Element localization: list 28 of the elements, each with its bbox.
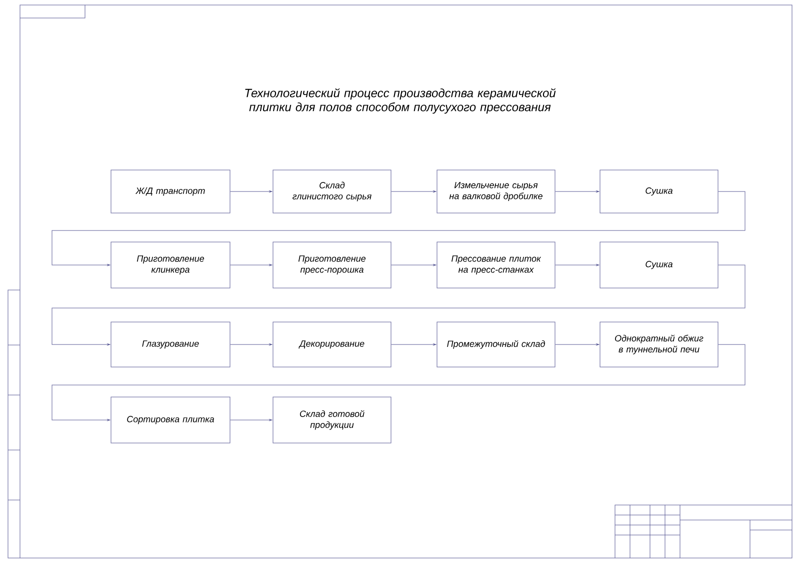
process-box: Сушка	[600, 170, 718, 214]
process-box: Декорирование	[272, 322, 392, 368]
arrow	[52, 264, 746, 346]
arrow	[230, 264, 272, 266]
arrow	[555, 190, 600, 192]
process-box: Склад глинистого сырья	[272, 170, 392, 214]
process-box: Приготовление пресс-порошка	[272, 242, 392, 288]
arrow	[230, 190, 272, 192]
process-box: Прессование плиток на пресс-станках	[436, 242, 556, 288]
arrow	[391, 264, 436, 266]
arrow	[555, 264, 600, 266]
process-box: Однократный обжиг в туннельной печи	[600, 322, 718, 368]
arrow	[555, 344, 600, 346]
arrow	[52, 344, 746, 421]
arrow	[391, 190, 436, 192]
process-box: Измельчение сырья на валковой дробилке	[436, 170, 556, 214]
arrow	[52, 191, 746, 266]
process-box: Сушка	[600, 242, 718, 288]
process-box: Склад готовой продукции	[272, 396, 392, 444]
arrow	[391, 344, 436, 346]
diagram-title: Технологический процесс производства керамической плитки для полов способом полусухого прессования	[245, 88, 556, 114]
process-box: Промежуточный склад	[436, 322, 556, 368]
arrow	[230, 419, 272, 421]
process-box: Сортировка плитка	[110, 396, 230, 444]
process-box: Приготовление клинкера	[110, 242, 230, 288]
process-box: Ж/Д транспорт	[110, 170, 230, 214]
process-box: Глазурование	[110, 322, 230, 368]
arrow	[230, 344, 272, 346]
